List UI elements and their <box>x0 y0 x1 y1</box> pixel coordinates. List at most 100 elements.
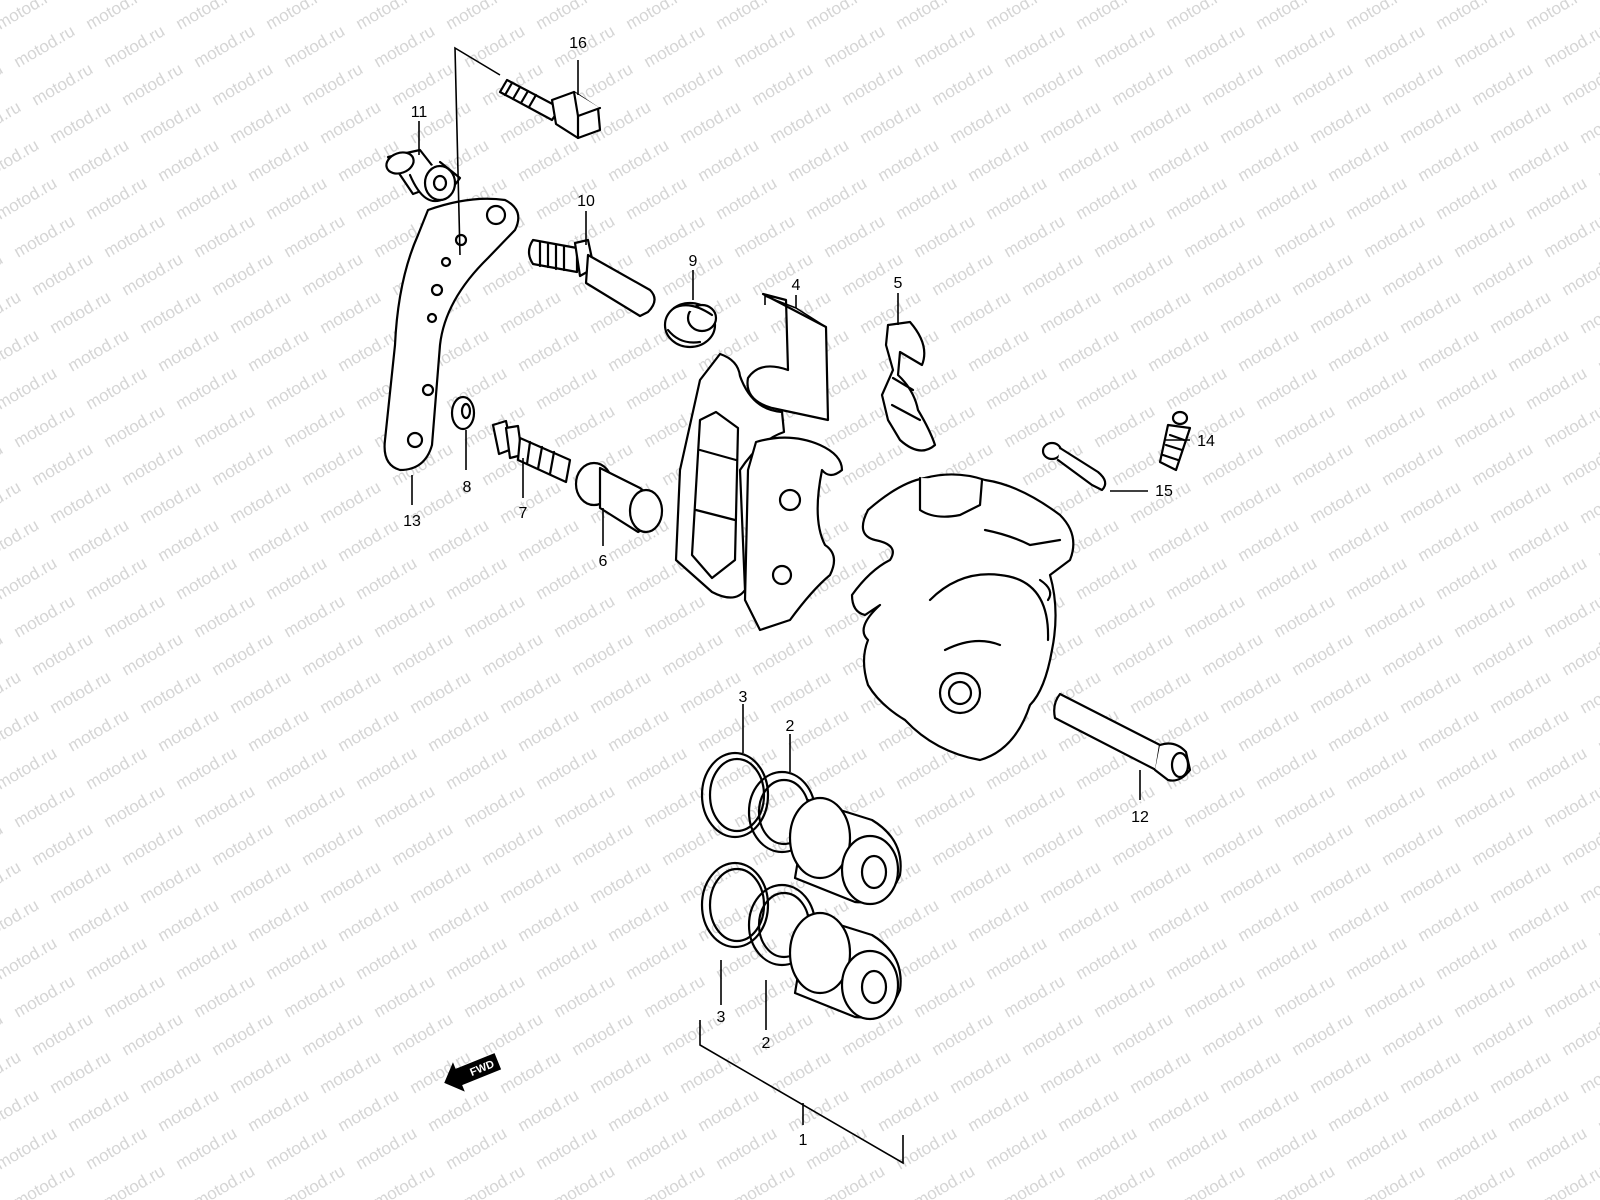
watermark-text: motod.ru <box>101 211 169 261</box>
watermark-text: motod.ru <box>1379 439 1447 489</box>
watermark-text: motod.ru <box>119 629 187 679</box>
callout-2-lower: 2 <box>762 1035 771 1052</box>
watermark-text: motod.ru <box>137 97 205 147</box>
watermark-text: motod.ru <box>173 933 241 983</box>
watermark-text: motod.ru <box>533 553 601 603</box>
watermark-text: motod.ru <box>695 1085 763 1135</box>
watermark-text: motod.ru <box>551 1161 619 1200</box>
watermark-text: motod.ru <box>299 249 367 299</box>
watermark-text: motod.ru <box>443 1123 511 1173</box>
watermark-text: motod.ru <box>317 1047 385 1097</box>
watermark-text: motod.ru <box>263 0 331 33</box>
watermark-text: motod.ru <box>0 515 42 565</box>
watermark-text: motod.ru <box>1091 1161 1159 1200</box>
watermark-text: motod.ru <box>1469 439 1537 489</box>
watermark-text: motod.ru <box>659 59 727 109</box>
watermark-text: motod.ru <box>1487 477 1555 527</box>
watermark-text: motod.ru <box>1163 0 1231 33</box>
watermark-text: motod.ru <box>1325 705 1393 755</box>
watermark-text: motod.ru <box>227 1047 295 1097</box>
watermark-text: motod.ru <box>0 667 24 717</box>
watermark-text: motod.ru <box>209 629 277 679</box>
watermark-text: motod.ru <box>317 287 385 337</box>
watermark-text: motod.ru <box>821 401 889 451</box>
watermark-text: motod.ru <box>443 743 511 793</box>
watermark-text: motod.ru <box>1073 553 1141 603</box>
watermark-text: motod.ru <box>1271 401 1339 451</box>
watermark-text: motod.ru <box>1469 629 1537 679</box>
watermark-text: motod.ru <box>893 173 961 223</box>
watermark-text: motod.ru <box>785 705 853 755</box>
watermark-text: motod.ru <box>1595 515 1600 565</box>
watermark-text: motod.ru <box>1361 21 1429 71</box>
watermark-text: motod.ru <box>1217 667 1285 717</box>
watermark-text: motod.ru <box>425 705 493 755</box>
watermark-text: motod.ru <box>281 211 349 261</box>
watermark-text: motod.ru <box>929 59 997 109</box>
watermark-text: motod.ru <box>137 667 205 717</box>
watermark-text: motod.ru <box>1541 401 1600 451</box>
watermark-text: motod.ru <box>1577 857 1600 907</box>
watermark-text: motod.ru <box>803 0 871 33</box>
watermark-text: motod.ru <box>1343 933 1411 983</box>
watermark-text: motod.ru <box>209 249 277 299</box>
watermark-text: motod.ru <box>335 705 403 755</box>
watermark-text: motod.ru <box>1487 1047 1555 1097</box>
watermark-text: motod.ru <box>1541 591 1600 641</box>
watermark-text: motod.ru <box>1505 135 1573 185</box>
callout-8: 8 <box>463 479 472 496</box>
part-7-pin <box>491 419 572 484</box>
watermark-text: motod.ru <box>1361 781 1429 831</box>
watermark-text: motod.ru <box>155 705 223 755</box>
watermark-text: motod.ru <box>1217 287 1285 337</box>
watermark-text: motod.ru <box>389 59 457 109</box>
watermark-text: motod.ru <box>1433 743 1501 793</box>
watermark-text: motod.ru <box>11 781 79 831</box>
watermark-text: motod.ru <box>1505 515 1573 565</box>
watermark-text: motod.ru <box>713 933 781 983</box>
watermark-text: motod.ru <box>1343 553 1411 603</box>
watermark-text: motod.ru <box>1325 895 1393 945</box>
watermark-text: motod.ru <box>1541 211 1600 261</box>
callout-5: 5 <box>894 275 903 292</box>
watermark-text: motod.ru <box>1145 135 1213 185</box>
watermark-text: motod.ru <box>119 59 187 109</box>
watermark-text: motod.ru <box>551 971 619 1021</box>
watermark-text: motod.ru <box>461 781 529 831</box>
callout-11: 11 <box>411 104 428 121</box>
watermark-text: motod.ru <box>1415 515 1483 565</box>
callout-1: 1 <box>799 1132 808 1149</box>
watermark-text: motod.ru <box>0 135 42 185</box>
callout-7: 7 <box>519 505 528 522</box>
watermark-text: motod.ru <box>119 439 187 489</box>
watermark-text: motod.ru <box>1253 553 1321 603</box>
watermark-text: motod.ru <box>155 895 223 945</box>
watermark-text: motod.ru <box>1181 971 1249 1021</box>
callout-14: 14 <box>1197 433 1215 450</box>
watermark-text: motod.ru <box>1019 1009 1087 1059</box>
watermark-text: motod.ru <box>1127 1047 1195 1097</box>
watermark-text: motod.ru <box>1127 857 1195 907</box>
watermark-text: motod.ru <box>749 1009 817 1059</box>
watermark-text: motod.ru <box>479 1009 547 1059</box>
watermark-text: motod.ru <box>1343 743 1411 793</box>
watermark-text: motod.ru <box>1091 591 1159 641</box>
watermark-text: motod.ru <box>1505 325 1573 375</box>
watermark-text: motod.ru <box>497 287 565 337</box>
watermark-text: motod.ru <box>641 21 709 71</box>
watermark-text: motod.ru <box>731 1161 799 1200</box>
watermark-text: motod.ru <box>1307 287 1375 337</box>
watermark-text: motod.ru <box>533 933 601 983</box>
watermark-text: motod.ru <box>65 515 133 565</box>
watermark-text: motod.ru <box>173 173 241 223</box>
watermark-text: motod.ru <box>515 515 583 565</box>
watermark-text: motod.ru <box>1037 287 1105 337</box>
watermark-text: motod.ru <box>1523 743 1591 793</box>
watermark-text: motod.ru <box>533 0 601 33</box>
watermark-text: motod.ru <box>821 21 889 71</box>
watermark-text: motod.ru <box>101 591 169 641</box>
watermark-text: motod.ru <box>677 1047 745 1097</box>
watermark-text: motod.ru <box>83 0 151 33</box>
watermark-text: motod.ru <box>29 629 97 679</box>
watermark-text: motod.ru <box>1451 591 1519 641</box>
